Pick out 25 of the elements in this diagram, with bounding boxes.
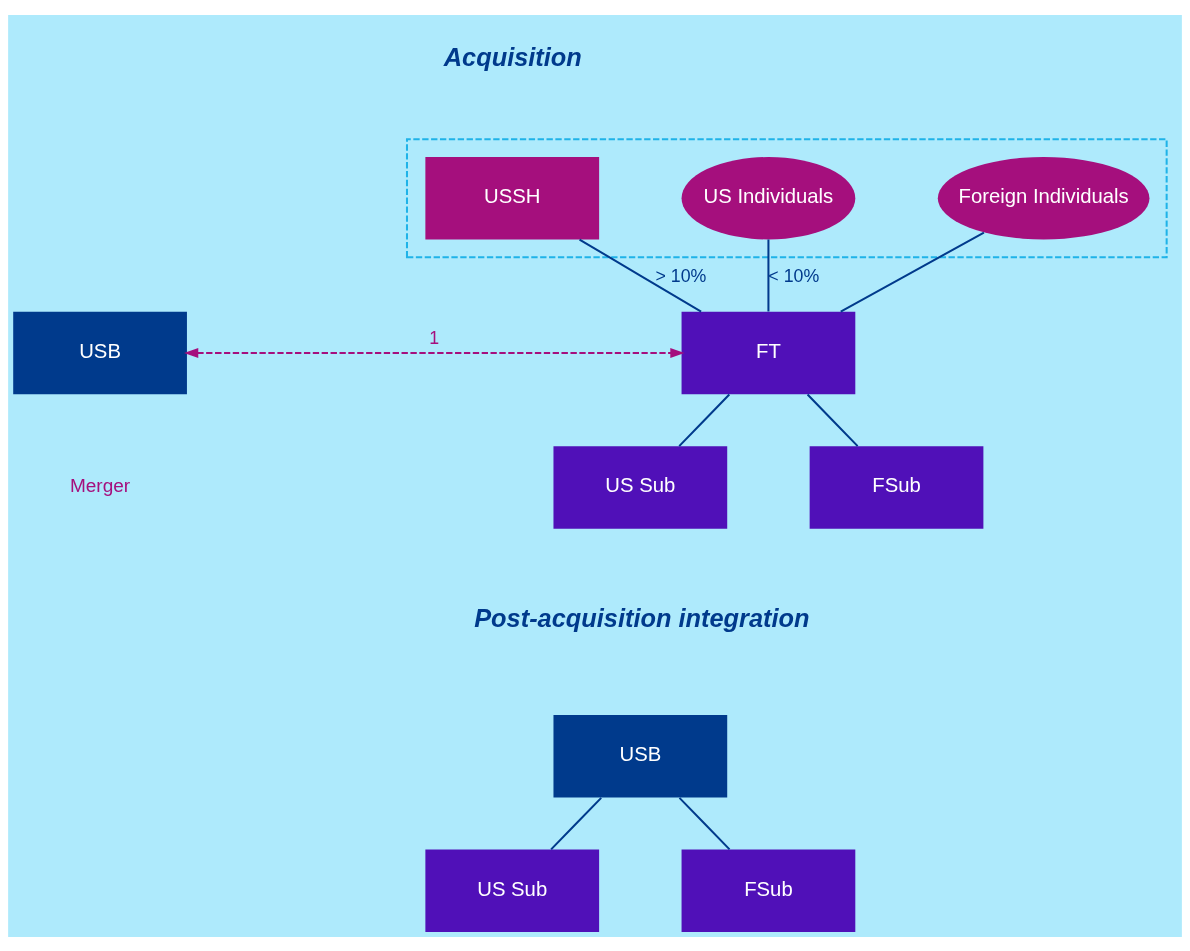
connector xyxy=(767,239,770,311)
connector xyxy=(678,796,731,850)
label: Merger xyxy=(69,474,131,496)
node-box: USB xyxy=(13,311,187,394)
edge-label: < 10% xyxy=(768,265,820,286)
connector xyxy=(579,238,702,313)
edge-label: 1 xyxy=(429,327,440,348)
node-box: FSub xyxy=(809,445,984,529)
node-box: US Sub xyxy=(553,445,728,529)
label: Post-acquisition integration xyxy=(474,603,810,632)
node-ellipse: US Individuals xyxy=(681,156,856,239)
arrow xyxy=(184,347,685,358)
connector xyxy=(806,393,859,447)
cluster xyxy=(405,137,1168,258)
connector xyxy=(550,796,602,850)
node-box: USB xyxy=(553,714,728,797)
node-box: FSub xyxy=(681,849,856,932)
label: Acquisition xyxy=(443,42,582,71)
node-box: USSH xyxy=(425,156,600,239)
connector xyxy=(840,231,985,313)
connector xyxy=(678,393,731,447)
edge-label: > 10% xyxy=(655,265,707,286)
node-box: US Sub xyxy=(425,849,600,932)
node-ellipse: Foreign Individuals xyxy=(937,156,1150,239)
node-box: FT xyxy=(681,311,856,394)
